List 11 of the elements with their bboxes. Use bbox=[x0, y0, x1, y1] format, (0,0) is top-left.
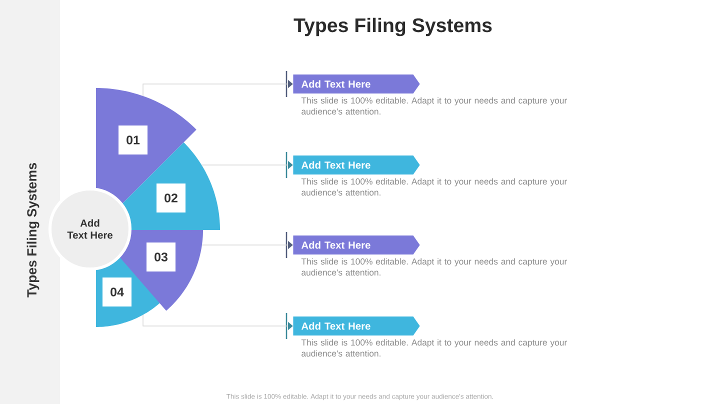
arrow-banner: Add Text Here bbox=[293, 316, 420, 336]
side-panel: Types Filing Systems bbox=[0, 0, 60, 404]
description-text: This slide is 100% editable. Adapt it to your needs and capture your audience's attention. bbox=[301, 258, 567, 276]
description-text: This slide is 100% editable. Adapt it to your needs and capture your audience's attention. bbox=[301, 339, 567, 357]
description-text: This slide is 100% editable. Adapt it to your needs and capture your audience's attention. bbox=[301, 97, 567, 115]
description-text: This slide is 100% editable. Adapt it to your needs and capture your audience's attention. bbox=[301, 178, 567, 196]
arrow-banner: Add Text Here bbox=[293, 74, 420, 94]
arrow-banner: Add Text Here bbox=[293, 156, 420, 174]
title: Types Filing Systems bbox=[294, 18, 492, 36]
connector-line bbox=[142, 80, 293, 96]
arrow-banner: Add Text Here bbox=[293, 236, 420, 254]
